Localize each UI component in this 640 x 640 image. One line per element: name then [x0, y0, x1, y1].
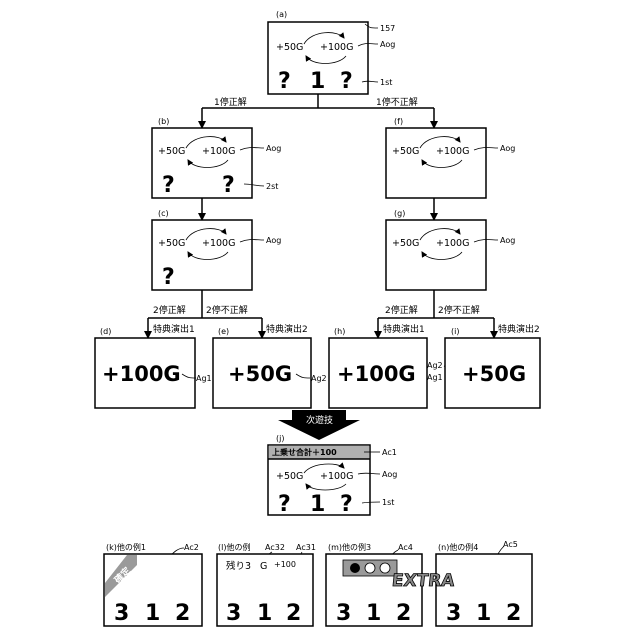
reel-n-3: 3 — [446, 601, 461, 626]
g-incorrect-label: 2停不正解 — [438, 304, 480, 316]
reel-right-question: ? — [340, 69, 353, 94]
ref-ag2-h: Ag2 — [427, 361, 443, 370]
reel-left-question: ? — [278, 69, 291, 94]
indicator-lamp-2-off — [365, 563, 375, 573]
screen-j-plus100: +100G — [320, 471, 353, 482]
reel-k-2: 2 — [175, 601, 190, 626]
ref-ac2: Ac2 — [184, 543, 199, 552]
screen-j-plus50: +50G — [276, 471, 303, 482]
label-a: (a) — [276, 10, 287, 19]
label-h: (h) — [334, 327, 345, 336]
indicator-lamp-1-on — [350, 563, 360, 573]
bonus1-label-left: 特典演出1 — [153, 323, 195, 335]
ref-ac32: Ac32 — [265, 543, 285, 552]
reel-n-2: 2 — [506, 601, 521, 626]
branch-right-label: 1停不正解 — [376, 96, 418, 108]
ref-ag1-d: Ag1 — [196, 374, 212, 383]
screen-f-plus100: +100G — [436, 146, 469, 157]
screen-j-header-text: 上乗せ合計＋100 — [272, 447, 337, 457]
label-d: (d) — [100, 327, 111, 336]
ref-aog-c: Aog — [266, 236, 281, 245]
bonus2-label-left: 特典演出2 — [266, 323, 308, 335]
ref-ag1-h: Ag1 — [427, 373, 443, 382]
reel-left-question-j: ? — [278, 492, 291, 517]
screen-d-value: +100G — [102, 362, 181, 386]
reel-right-question-j: ? — [340, 492, 353, 517]
ref-ac5: Ac5 — [503, 540, 518, 549]
screen-g-plus100: +100G — [436, 238, 469, 249]
ref-ag2-e: Ag2 — [311, 374, 327, 383]
label-i: (i) — [451, 327, 459, 336]
reel-l-3: 3 — [226, 601, 241, 626]
screen-c-plus50: +50G — [158, 238, 185, 249]
indicator-lamp-3-off — [380, 563, 390, 573]
remain-g: G — [260, 561, 267, 572]
screen-g-plus50: +50G — [392, 238, 419, 249]
screen-a-plus50: +50G — [276, 42, 303, 53]
next-game-label: 次遊技 — [306, 414, 333, 426]
label-c: (c) — [158, 209, 169, 218]
label-f: (f) — [394, 117, 403, 126]
c-correct-label: 2停正解 — [153, 304, 186, 316]
ref-ac1: Ac1 — [382, 448, 397, 457]
bonus1-label-right: 特典演出1 — [383, 323, 425, 335]
c-incorrect-label: 2停不正解 — [206, 304, 248, 316]
screen-f-plus50: +50G — [392, 146, 419, 157]
label-m: (m)他の例3 — [328, 542, 371, 552]
label-e: (e) — [218, 327, 229, 336]
screen-b-plus50: +50G — [158, 146, 185, 157]
reel-center-one: 1 — [310, 69, 325, 94]
reel-l-1: 1 — [257, 601, 272, 626]
screen-e-value: +50G — [228, 362, 292, 386]
screen-g — [386, 220, 486, 290]
reel-k-3: 3 — [114, 601, 129, 626]
screen-i-value: +50G — [462, 362, 526, 386]
remain-text: 残り3 — [226, 560, 251, 572]
ref-aog-j: Aog — [382, 470, 397, 479]
screen-b-plus100: +100G — [202, 146, 235, 157]
ref-1st-a: 1st — [380, 78, 392, 87]
reel-center-one-j: 1 — [310, 492, 325, 517]
reel-l-2: 2 — [286, 601, 301, 626]
plus100-small: +100 — [274, 560, 296, 569]
reel-m-1: 1 — [366, 601, 381, 626]
reel-m-2: 2 — [396, 601, 411, 626]
ref-1st-j: 1st — [382, 498, 394, 507]
reel-left-question-c: ? — [162, 265, 175, 290]
label-l: (l)他の例 — [218, 542, 250, 552]
bonus2-label-right: 特典演出2 — [498, 323, 540, 335]
reel-right-question-b: ? — [222, 173, 235, 198]
screen-a-plus100: +100G — [320, 42, 353, 53]
ref-aog-g: Aog — [500, 236, 515, 245]
label-g: (g) — [394, 209, 405, 218]
ref-2st: 2st — [266, 182, 278, 191]
reel-k-1: 1 — [145, 601, 160, 626]
label-n: (n)他の例4 — [438, 542, 478, 552]
reel-left-question-b: ? — [162, 173, 175, 198]
screen-c-plus100: +100G — [202, 238, 235, 249]
ref-ac31: Ac31 — [296, 543, 316, 552]
ref-aog-a: Aog — [380, 40, 395, 49]
branch-left-label: 1停正解 — [214, 96, 247, 108]
ref-157: 157 — [380, 24, 395, 33]
reel-m-3: 3 — [336, 601, 351, 626]
label-k: (k)他の例1 — [106, 542, 146, 552]
ref-ac4: Ac4 — [398, 543, 413, 552]
screen-h-value: +100G — [337, 362, 416, 386]
label-b: (b) — [158, 117, 169, 126]
reel-n-1: 1 — [476, 601, 491, 626]
extra-badge: EXTRA — [391, 571, 456, 591]
ref-aog-f: Aog — [500, 144, 515, 153]
screen-f — [386, 128, 486, 198]
ref-aog-b: Aog — [266, 144, 281, 153]
g-correct-label: 2停正解 — [385, 304, 418, 316]
label-j: (j) — [276, 434, 284, 443]
